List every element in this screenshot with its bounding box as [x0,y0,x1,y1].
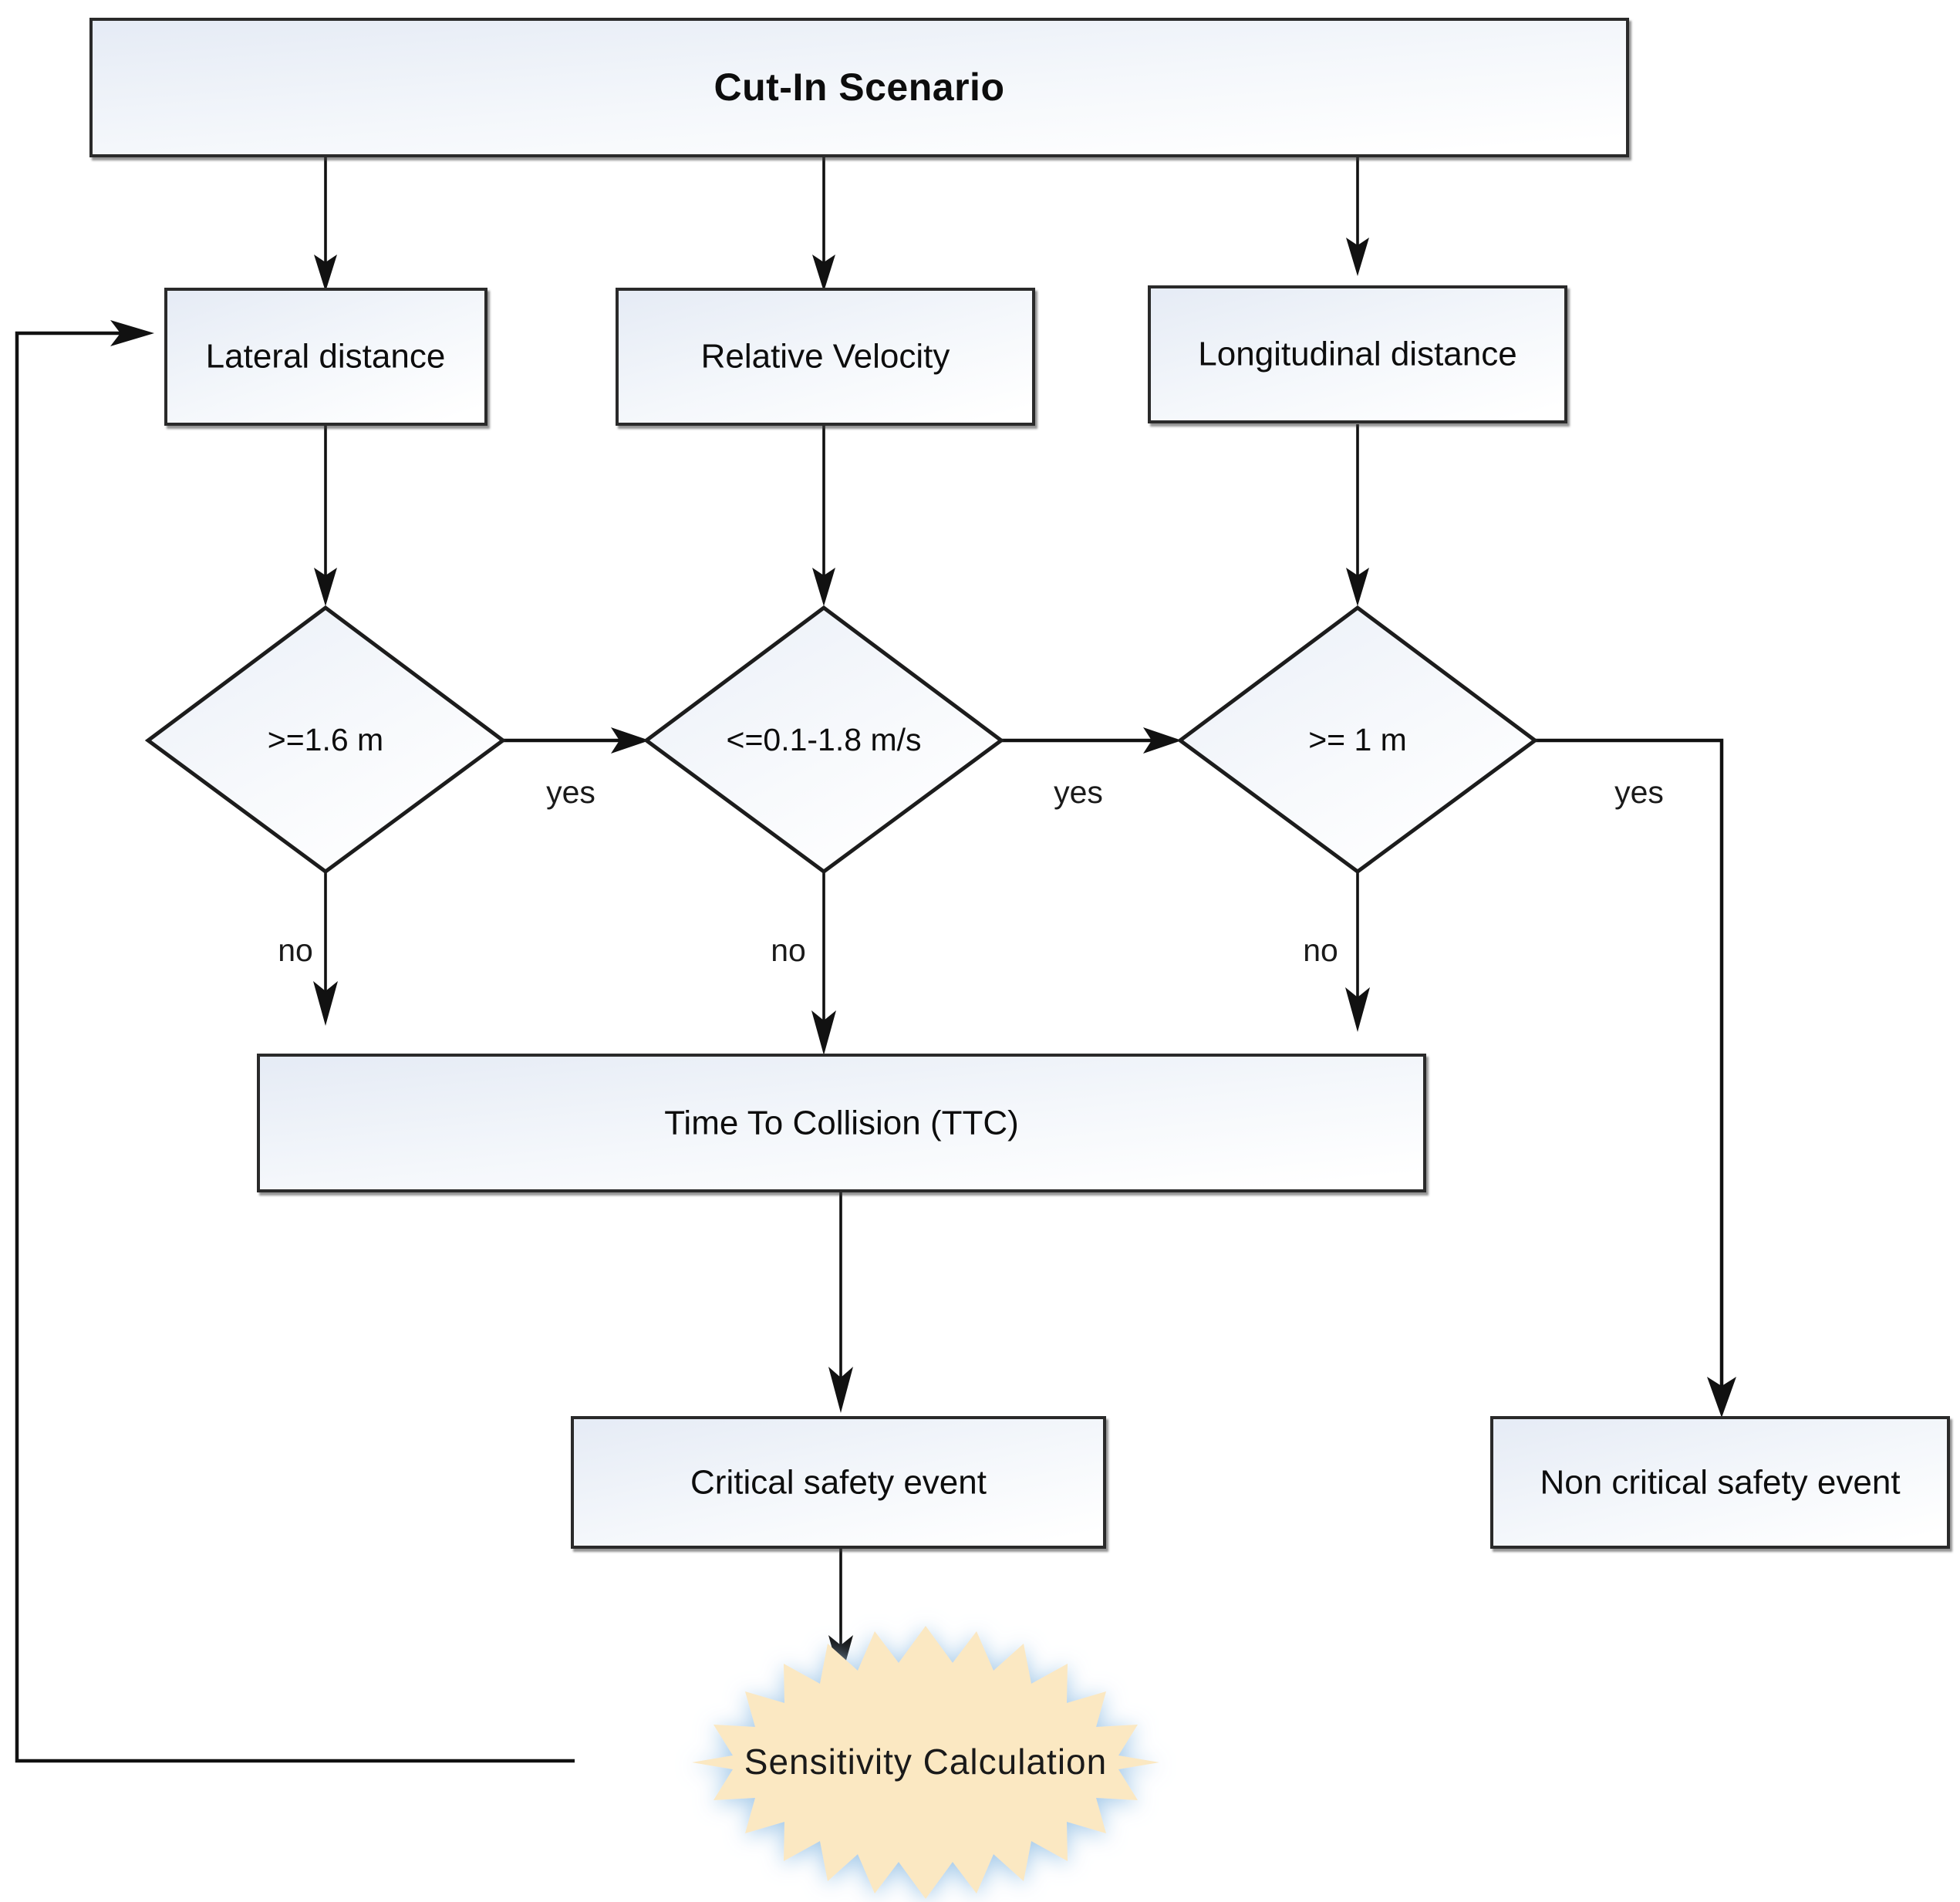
edge-label-yes-2: yes [1054,774,1103,810]
cut-in-scenario-box[interactable] [89,18,1629,157]
longitudinal-distance-label: Longitudinal distance [1198,336,1516,373]
edge-decision3-yes-to-noncritical [1535,738,1736,1418]
node-decision-lateral-threshold[interactable]: >=1.6 m [144,605,507,875]
edge-root-to-longitudinal [1346,156,1369,276]
edge-decision2-no-to-ttc [811,872,836,1055]
decision-velocity-diamond[interactable] [643,605,1005,875]
decision-longitudinal-label: >= 1 m [1308,722,1407,757]
node-decision-longitudinal-threshold[interactable]: >= 1 m [1176,605,1539,875]
edge-root-to-lateral [314,156,337,292]
edge-ttc-to-critical [828,1189,853,1413]
critical-safety-event-label: Critical safety event [690,1464,987,1502]
time-to-collision-label: Time To Collision (TTC) [664,1104,1019,1142]
edge-relative-to-decision2 [812,424,835,606]
edge-root-to-relative-velocity [812,156,835,292]
node-lateral-distance[interactable]: Lateral distance [164,288,487,426]
node-sensitivity-calculation[interactable]: Sensitivity Calculation [692,1626,1159,1899]
edge-label-yes-3: yes [1614,774,1664,810]
decision-velocity-label: <=0.1-1.8 m/s [727,722,922,757]
cut-in-scenario-label: Cut-In Scenario [714,66,1005,109]
edge-label-no-3: no [1303,932,1338,968]
edge-decision3-no-to-ttc [1345,872,1370,1032]
relative-velocity-box[interactable] [616,288,1035,426]
relative-velocity-label: Relative Velocity [701,338,950,376]
non-critical-safety-event-label: Non critical safety event [1540,1464,1900,1502]
lateral-distance-label: Lateral distance [206,338,446,376]
node-cut-in-scenario[interactable]: Cut-In Scenario [89,18,1629,157]
edge-lateral-to-decision1 [314,424,337,606]
node-time-to-collision[interactable]: Time To Collision (TTC) [257,1054,1426,1192]
decision-longitudinal-diamond[interactable] [1176,605,1539,875]
sensitivity-calculation-label: Sensitivity Calculation [744,1742,1107,1782]
edge-label-no-2: no [771,932,806,968]
time-to-collision-box[interactable] [257,1054,1426,1192]
node-longitudinal-distance[interactable]: Longitudinal distance [1148,285,1567,423]
edge-label-layer: yes yes yes no no no [278,774,1664,968]
edge-decision1-yes-to-decision2 [503,727,649,754]
decision-lateral-label: >=1.6 m [268,722,383,757]
sensitivity-calculation-starburst[interactable] [692,1626,1159,1899]
decision-lateral-diamond[interactable] [144,605,507,875]
edge-decision2-yes-to-decision3 [1001,727,1182,754]
non-critical-safety-event-box[interactable] [1490,1416,1950,1549]
node-decision-velocity-threshold[interactable]: <=0.1-1.8 m/s [643,605,1005,875]
node-non-critical-safety-event[interactable]: Non critical safety event [1490,1416,1950,1549]
edge-label-yes-1: yes [546,774,595,810]
edge-longitudinal-to-decision3 [1346,424,1369,606]
lateral-distance-box[interactable] [164,288,487,426]
edge-decision1-no-to-ttc [313,872,338,1026]
longitudinal-distance-box[interactable] [1148,285,1567,423]
node-critical-safety-event[interactable]: Critical safety event [571,1416,1106,1549]
node-relative-velocity[interactable]: Relative Velocity [616,288,1035,426]
edge-label-no-1: no [278,932,313,968]
critical-safety-event-box[interactable] [571,1416,1106,1549]
connector-layer [15,156,1736,1763]
edge-sensitivity-feedback-to-lateral [15,320,575,1763]
